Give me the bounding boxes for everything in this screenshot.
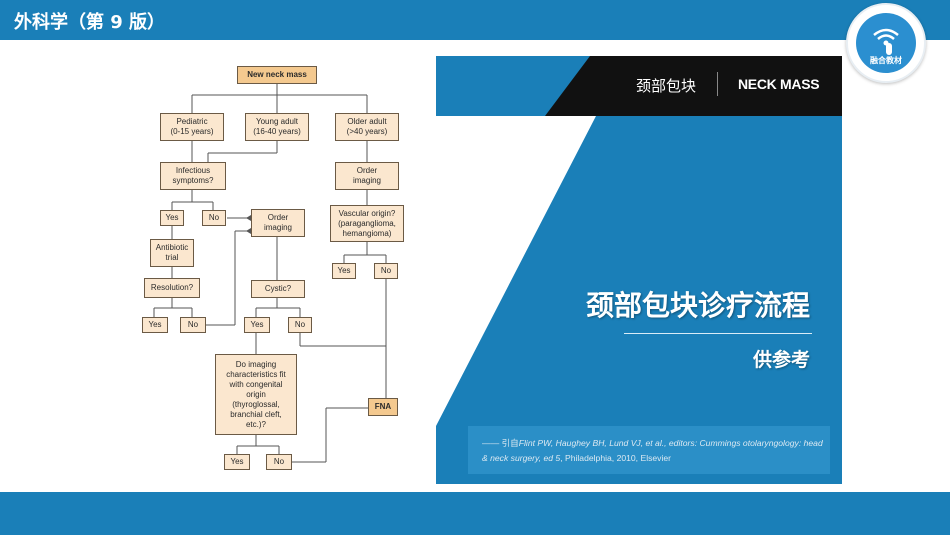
citation-prefix: —— 引自 (482, 438, 519, 448)
bottom-footer-bar (0, 492, 950, 535)
box-infectious-symptoms: Infectious symptoms? (160, 162, 226, 190)
logo-label: 融合教材 (870, 56, 902, 65)
textbook-logo[interactable]: 融合教材 (846, 3, 926, 83)
citation-italic: Flint PW, Haughey BH, Lund VJ, et al., e… (482, 438, 823, 463)
title-rule (624, 333, 812, 334)
neck-mass-flowchart: New neck mass Pediatric (0-15 years) You… (140, 62, 410, 482)
box-vascular-origin: Vascular origin? (paraganglioma, hemangi… (330, 205, 404, 242)
box-new-neck-mass: New neck mass (237, 66, 317, 84)
caption-divider (717, 72, 718, 96)
box-older-adult: Older adult (>40 years) (335, 113, 399, 141)
course-title: 外科学（第 9 版） (14, 12, 166, 33)
box-yes-vascular: Yes (332, 263, 356, 279)
caption-english: NECK MASS (738, 76, 820, 92)
citation-suffix: , Philadelphia, 2010, Elsevier (560, 453, 672, 463)
citation-box: —— 引自Flint PW, Haughey BH, Lund VJ, et a… (468, 426, 830, 474)
top-header-bar: 外科学（第 9 版） (0, 0, 950, 40)
box-no-cystic: No (288, 317, 312, 333)
box-cystic: Cystic? (251, 280, 305, 298)
box-yes-resolution: Yes (142, 317, 168, 333)
box-yes-cystic: Yes (244, 317, 270, 333)
touch-wifi-icon (873, 28, 899, 55)
caption-bar-wedge (545, 56, 625, 116)
caption-bar (590, 56, 842, 116)
box-yes-infectious: Yes (160, 210, 184, 226)
box-antibiotic-trial: Antibiotic trial (150, 239, 194, 267)
box-order-imaging-left: Order imaging (251, 209, 305, 237)
box-pediatric: Pediatric (0-15 years) (160, 113, 224, 141)
box-no-congenital: No (266, 454, 292, 470)
caption-chinese: 颈部包块 (636, 77, 697, 95)
box-no-vascular: No (374, 263, 398, 279)
box-young-adult: Young adult (16-40 years) (245, 113, 309, 141)
slide-title: 颈部包块诊疗流程 (585, 289, 810, 322)
box-order-imaging-right: Order imaging (335, 162, 399, 190)
flowchart-connectors (153, 84, 389, 463)
slide-subtitle: 供参考 (752, 349, 810, 371)
box-no-infectious: No (202, 210, 226, 226)
panel-white-wedge (436, 116, 596, 426)
box-resolution: Resolution? (144, 278, 200, 298)
box-congenital-origin: Do imaging characteristics fit with cong… (215, 354, 297, 435)
box-no-resolution: No (180, 317, 206, 333)
box-yes-congenital: Yes (224, 454, 250, 470)
logo-badge: 融合教材 (856, 13, 916, 73)
box-fna: FNA (368, 398, 398, 416)
